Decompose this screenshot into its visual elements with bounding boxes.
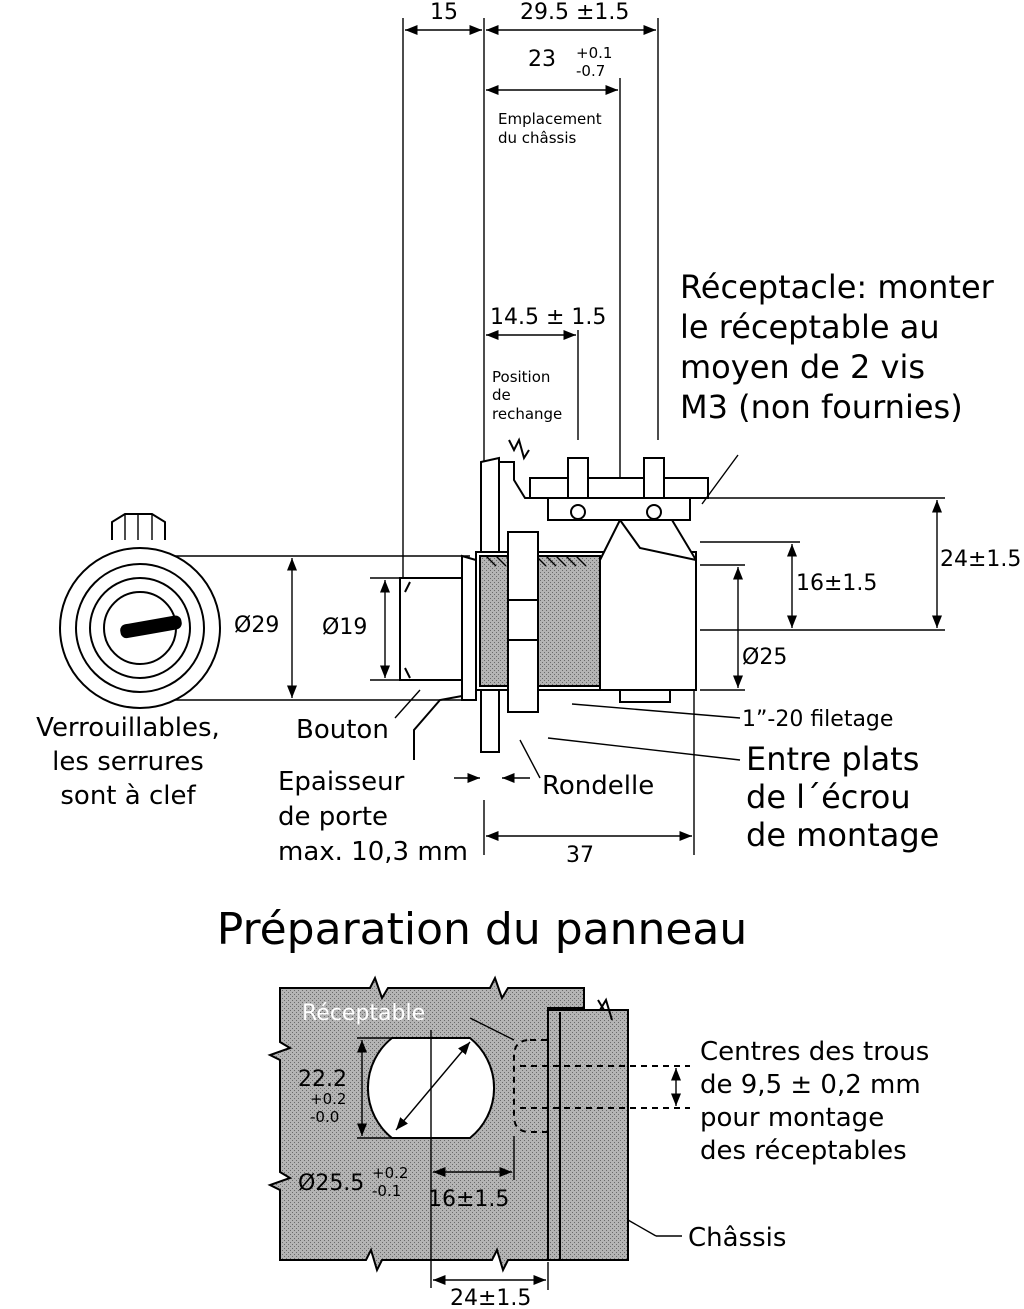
holes-note-line1: Centres des trous — [700, 1037, 929, 1067]
dim-22-2-minus: -0.0 — [310, 1108, 339, 1126]
holes-note-line2: de 9,5 ± 0,2 mm — [700, 1070, 921, 1100]
panel-dim-24: 24±1.5 — [450, 1286, 531, 1309]
panel-cutout-view — [267, 975, 690, 1290]
receptacle-note-line1: Réceptacle: monter — [680, 268, 995, 306]
thread-label: 1”-20 filetage — [742, 707, 893, 732]
receptacle-note-line2: le réceptable au — [680, 308, 940, 346]
door-thickness-line1: Epaisseur — [278, 767, 405, 797]
side-view-lock — [160, 18, 945, 855]
dim-16: 16±1.5 — [796, 571, 877, 596]
receptacle-note-line4: M3 (non fournies) — [680, 388, 963, 426]
panel-labels: Réceptable 22.2 +0.2 -0.0 Ø25.5 +0.2 -0.… — [298, 1001, 929, 1309]
dim-22-2-plus: +0.2 — [310, 1090, 346, 1108]
dim-25-5-plus: +0.2 — [372, 1164, 408, 1182]
dim-25-5-minus: -0.1 — [372, 1182, 401, 1200]
receptacle-note-line3: moyen de 2 vis — [680, 348, 925, 386]
dim-23: 23 — [528, 47, 556, 72]
nut-label-line1: Entre plats — [746, 740, 919, 778]
dim-29-5: 29.5 ±1.5 — [520, 0, 629, 25]
door-thickness-line2: de porte — [278, 802, 388, 832]
lock-note-line1: Verrouillables, — [36, 713, 220, 743]
lock-note-line3: sont à clef — [60, 781, 196, 811]
top-dimension-labels: 15 29.5 ±1.5 23 +0.1 -0.7 Emplacement du… — [430, 0, 629, 423]
side-dimension-labels: 24±1.5 16±1.5 Ø25 Ø29 Ø19 37 1”-20 filet… — [234, 547, 1021, 868]
dim-23-tol-minus: -0.7 — [576, 62, 605, 80]
dim-19: Ø19 — [322, 615, 367, 640]
washer-label: Rondelle — [542, 771, 654, 801]
alt-position-line2: de — [492, 386, 511, 404]
nut-label-line3: de montage — [746, 816, 939, 854]
panel-dim-16: 16±1.5 — [428, 1187, 509, 1212]
chassis-location-line1: Emplacement — [498, 110, 602, 128]
holes-note-line4: des réceptables — [700, 1136, 907, 1166]
button-label: Bouton — [296, 715, 389, 745]
dim-23-tol-plus: +0.1 — [576, 44, 612, 62]
chassis-location-line2: du châssis — [498, 129, 577, 147]
receptacle-note: Réceptacle: monter le réceptable au moye… — [680, 268, 995, 426]
holes-note-line3: pour montage — [700, 1103, 884, 1133]
nut-label-line2: de l´écrou — [746, 778, 911, 816]
dim-37: 37 — [566, 843, 594, 868]
front-view-lock — [59, 513, 221, 709]
dim-29: Ø29 — [234, 613, 279, 638]
lock-note-line2: les serrures — [52, 747, 204, 777]
dim-14-5: 14.5 ± 1.5 — [490, 305, 606, 330]
dim-15: 15 — [430, 0, 458, 25]
alt-position-line3: rechange — [492, 405, 562, 423]
dim-22-2: 22.2 — [298, 1067, 347, 1092]
dim-24: 24±1.5 — [940, 547, 1021, 572]
chassis-label: Châssis — [688, 1223, 786, 1253]
dim-25-5: Ø25.5 — [298, 1171, 364, 1196]
dim-25: Ø25 — [742, 645, 787, 670]
alt-position-line1: Position — [492, 368, 550, 386]
panel-title: Préparation du panneau — [217, 904, 748, 955]
part-labels: Rondelle Bouton Epaisseur de porte max. … — [36, 713, 654, 867]
door-thickness-line3: max. 10,3 mm — [278, 837, 468, 867]
receptable-label: Réceptable — [302, 1001, 425, 1026]
nut-label: Entre plats de l´écrou de montage — [746, 740, 939, 854]
